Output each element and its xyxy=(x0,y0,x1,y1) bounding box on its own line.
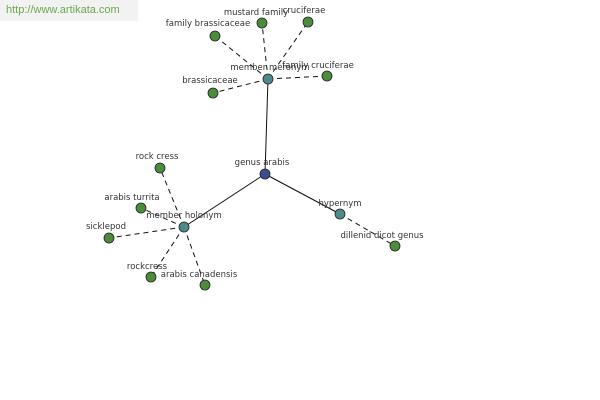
node-label-family-brassicaceae: family brassicaceae xyxy=(166,19,250,29)
edge-genus-arabis-to-hypernym xyxy=(264,173,341,215)
graph-edges xyxy=(108,21,396,286)
node-family-cruciferae[interactable] xyxy=(321,70,333,82)
node-member-holonym[interactable] xyxy=(178,221,190,233)
node-mustard-family[interactable] xyxy=(256,17,268,29)
node-cruciferae[interactable] xyxy=(302,16,314,28)
edge-member-holonym-to-arabis-canadensis xyxy=(183,226,206,286)
edge-member-meronym-to-mustard-family xyxy=(261,22,269,80)
node-family-brassicaceae[interactable] xyxy=(209,30,221,42)
edge-member-meronym-to-family-brassicaceae xyxy=(214,35,269,80)
node-rockcress[interactable] xyxy=(145,271,157,283)
edge-member-holonym-to-sicklepod xyxy=(108,226,185,239)
node-brassicaceae[interactable] xyxy=(207,87,219,99)
node-label-family-cruciferae: family cruciferae xyxy=(282,61,354,71)
node-label-brassicaceae: brassicaceae xyxy=(182,76,238,86)
node-dillenid-dicot-genus[interactable] xyxy=(389,240,401,252)
edge-hypernym-to-dillenid-dicot-genus xyxy=(339,213,396,247)
node-label-hypernym: hypernym xyxy=(318,199,361,209)
edge-member-holonym-to-arabis-turrita xyxy=(140,207,185,228)
node-rock-cress[interactable] xyxy=(154,162,166,174)
edge-genus-arabis-to-member-holonym xyxy=(183,173,266,228)
edge-member-meronym-to-cruciferae xyxy=(267,21,309,80)
node-label-sicklepod: sicklepod xyxy=(86,222,126,232)
node-label-member-meronym: member meronym xyxy=(230,63,309,73)
node-label-rock-cress: rock cress xyxy=(136,152,179,162)
graph-labels: genus arabis member meronym member holonym… xyxy=(86,6,424,280)
edge-member-meronym-to-family-cruciferae xyxy=(267,75,328,80)
node-genus-arabis[interactable] xyxy=(259,168,271,180)
node-label-member-holonym: member holonym xyxy=(146,211,221,221)
node-label-dillenid-dicot-genus: dillenid dicot genus xyxy=(340,231,424,241)
node-label-genus-arabis: genus arabis xyxy=(235,158,290,168)
node-arabis-turrita[interactable] xyxy=(135,202,147,214)
node-label-arabis-canadensis: arabis canadensis xyxy=(161,270,238,280)
node-label-arabis-turrita: arabis turrita xyxy=(104,193,159,203)
edge-member-meronym-to-brassicaceae xyxy=(212,78,269,94)
node-arabis-canadensis[interactable] xyxy=(199,279,211,291)
node-member-meronym[interactable] xyxy=(262,73,274,85)
node-label-rockcress: rockcress xyxy=(127,262,168,272)
watermark-url: http://www.artikata.com xyxy=(0,0,138,21)
graph-nodes xyxy=(103,16,401,291)
node-sicklepod[interactable] xyxy=(103,232,115,244)
edge-member-holonym-to-rockcress xyxy=(150,226,185,278)
node-label-cruciferae: cruciferae xyxy=(283,6,326,16)
node-label-mustard-family: mustard family xyxy=(224,8,288,18)
node-hypernym[interactable] xyxy=(334,208,346,220)
edge-member-holonym-to-rock-cress xyxy=(159,167,185,228)
edge-genus-arabis-to-member-meronym xyxy=(264,78,269,175)
